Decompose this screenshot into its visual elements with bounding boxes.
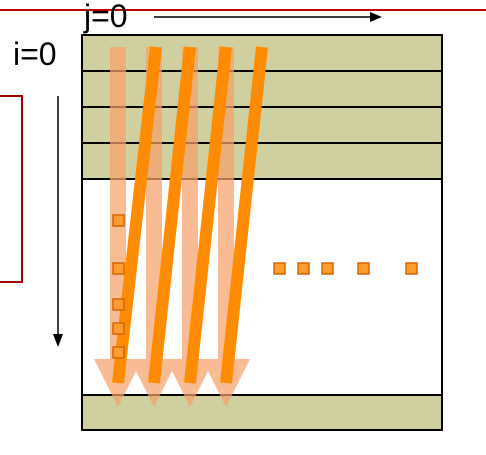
i-axis-arrow-head bbox=[53, 334, 63, 347]
row-square-2 bbox=[297, 262, 310, 275]
i-axis-label: i=0 bbox=[13, 36, 57, 72]
j-axis-arrow-head bbox=[370, 12, 382, 22]
diagonal-arrow-3 bbox=[184, 46, 232, 384]
j-axis-label: j=0 bbox=[84, 0, 128, 34]
diagonal-arrow-4 bbox=[220, 46, 268, 384]
column-square-1 bbox=[112, 214, 125, 227]
left-box-outline bbox=[0, 95, 23, 283]
down-arrow-shaft-1 bbox=[110, 47, 126, 359]
row-square-1 bbox=[273, 262, 286, 275]
column-square-5 bbox=[112, 346, 125, 359]
row-square-5 bbox=[405, 262, 418, 275]
column-square-3 bbox=[112, 298, 125, 311]
column-squares-group bbox=[112, 214, 125, 359]
matrix-band-bottom bbox=[81, 394, 443, 431]
diagonal-arrow-2 bbox=[148, 46, 196, 384]
row-square-4 bbox=[357, 262, 370, 275]
column-square-2 bbox=[112, 262, 125, 275]
column-square-4 bbox=[112, 322, 125, 335]
row-square-3 bbox=[321, 262, 334, 275]
row-squares-group bbox=[273, 262, 418, 275]
diagonal-arrows-group bbox=[112, 46, 268, 384]
matrix-band-3 bbox=[81, 106, 443, 144]
